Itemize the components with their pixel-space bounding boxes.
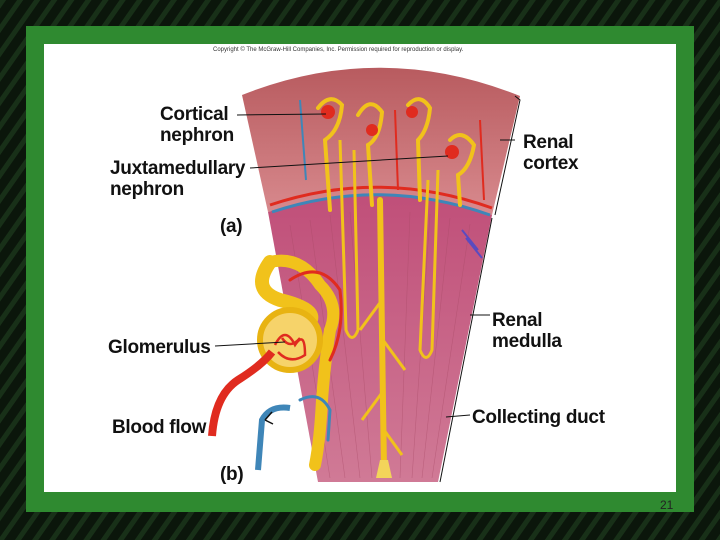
cortex-bracket (494, 95, 521, 216)
copyright-notice: Copyright © The McGraw-Hill Companies, I… (213, 47, 464, 53)
label-renal-medulla-2: medulla (492, 331, 562, 352)
collecting-duct-branches (358, 299, 407, 456)
renal-cortex-region (242, 67, 520, 216)
label-panel-a: (a) (220, 216, 243, 237)
label-juxtamedullary-nephron: nephron (110, 179, 184, 200)
label-collecting-duct: Collecting duct (472, 407, 605, 428)
label-renal-cortex-2: cortex (523, 153, 579, 174)
juxtamedullary-nephron (338, 139, 440, 359)
small-vessels (299, 99, 485, 259)
medulla-bracket (439, 217, 493, 483)
collecting-duct-tube (377, 197, 387, 473)
label-renal-medulla: Renal (492, 310, 543, 331)
arcuate-vein (271, 193, 491, 217)
label-blood-flow: Blood flow (112, 417, 207, 438)
leader-lines (214, 113, 515, 418)
label-glomerulus: Glomerulus (108, 337, 211, 358)
afferent-arteriole (208, 349, 276, 437)
vein-branch (255, 404, 291, 471)
flow-arrow (264, 411, 274, 425)
label-renal-cortex: Renal (523, 132, 574, 153)
glomeruli-cortex (321, 105, 459, 159)
label-panel-b: (b) (220, 464, 244, 485)
label-juxtamedullary: Juxtamedullary (110, 158, 246, 179)
page-number: 21 (660, 498, 674, 512)
label-cortical: Cortical (160, 104, 229, 125)
label-cortical-nephron: nephron (160, 125, 234, 146)
duct-outlet (376, 460, 392, 478)
arcuate-artery (269, 185, 493, 210)
glomerulus-capillaries (273, 333, 307, 361)
cortical-nephron (316, 97, 477, 212)
